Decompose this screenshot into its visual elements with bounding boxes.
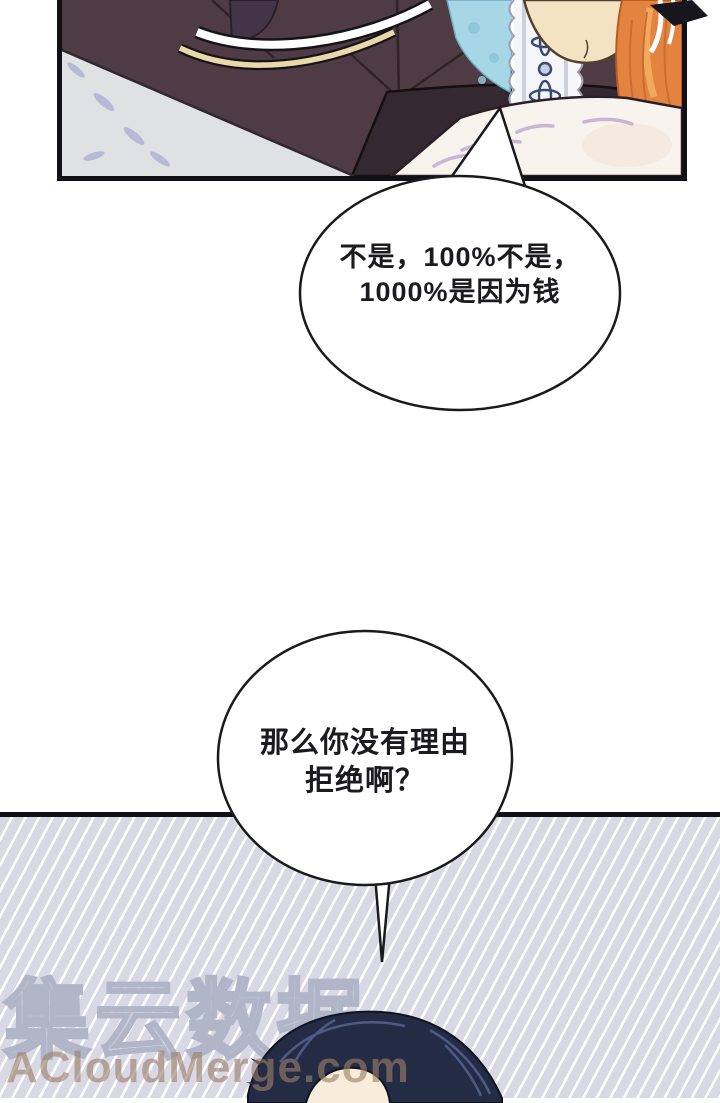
man-head-art <box>246 1010 503 1103</box>
hair-bleed-corner <box>650 0 708 26</box>
frame-loop <box>177 0 434 71</box>
bubble-refuse-text: 那么你没有理由 拒绝啊？ <box>215 724 515 800</box>
gray-pillow <box>62 48 355 176</box>
speech-bubble-money <box>298 105 622 412</box>
dress-left <box>446 0 515 94</box>
bubble-line: 那么你没有理由 <box>259 727 470 759</box>
watermark-site-url: ACloudMerge.com <box>6 1043 410 1092</box>
bubble-line: 1000%是因为钱 <box>359 277 561 307</box>
speech-bubble-refuse <box>216 629 514 963</box>
navy-hair <box>246 1010 503 1103</box>
top-panel <box>57 0 687 181</box>
bubble-line: 拒绝啊？ <box>304 765 425 797</box>
arm-line <box>583 39 589 59</box>
bubble-money-text: 不是，100%不是， 1000%是因为钱 <box>310 240 610 310</box>
bubble-line: 不是，100%不是， <box>339 242 581 272</box>
bubble-tail-down <box>373 873 392 963</box>
bubble-tail-up <box>442 105 527 188</box>
bottom-panel: 集云数据 ACloudMerge.com <box>0 812 720 1103</box>
